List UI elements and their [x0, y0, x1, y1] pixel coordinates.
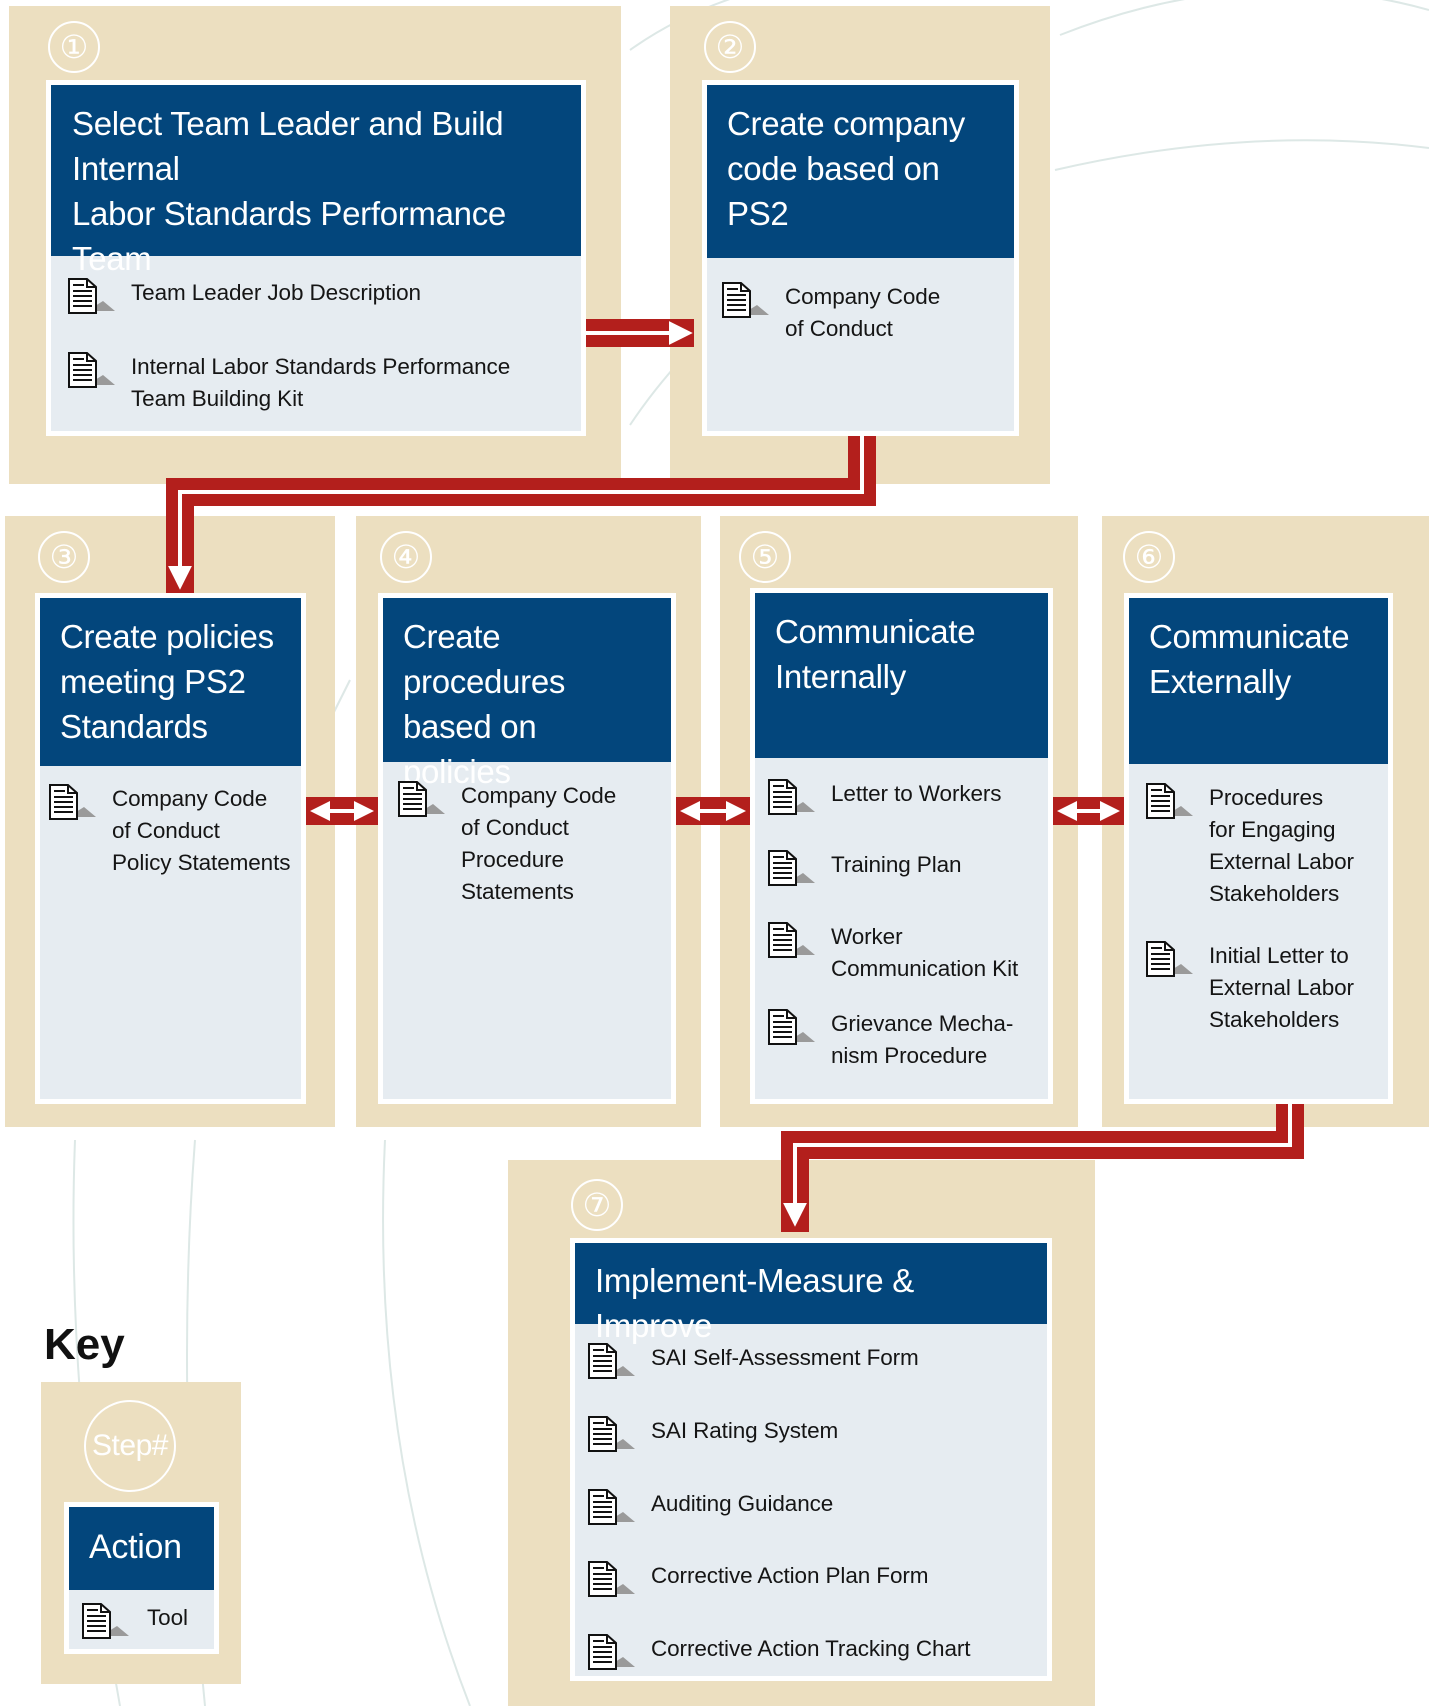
- tool-item: Worker Communication Kit: [765, 921, 1018, 985]
- tool-label: SAI Self-Assessment Form: [651, 1345, 919, 1370]
- action-title: Communicate Internally: [755, 593, 1048, 758]
- tool-label: Grievance Mecha- nism Procedure: [831, 1011, 1014, 1068]
- step-number-3: ③: [38, 531, 90, 583]
- document-icon: [588, 1343, 635, 1379]
- document-icon: [1146, 783, 1193, 819]
- tool-item: Auditing Guidance: [585, 1488, 833, 1528]
- action-title: Create policies meeting PS2 Standards: [40, 598, 301, 766]
- tool-item: Corrective Action Tracking Chart: [585, 1633, 971, 1673]
- step-6-card: Communicate Externally Procedures for En…: [1124, 593, 1393, 1104]
- key-step-circle: Step#: [84, 1400, 176, 1492]
- action-title: Select Team Leader and Build Internal La…: [51, 85, 581, 277]
- tool-label: Corrective Action Tracking Chart: [651, 1636, 971, 1661]
- arrow-step6-to-step7: [781, 1095, 1304, 1232]
- tool-label: Letter to Workers: [831, 781, 1002, 806]
- tool-item: Internal Labor Standards Performance Tea…: [65, 351, 510, 415]
- tool-item: Initial Letter to External Labor Stakeho…: [1143, 940, 1354, 1036]
- tool-item: Corrective Action Plan Form: [585, 1560, 929, 1600]
- arrow-step2-to-step3: [166, 430, 876, 595]
- step-5-card: Communicate Internally Letter to Workers…: [750, 588, 1053, 1104]
- tool-item: Team Leader Job Description: [65, 277, 421, 317]
- tool-label: Procedures for Engaging External Labor S…: [1209, 785, 1354, 906]
- step-number-7: ⑦: [571, 1179, 623, 1231]
- tool-item: Letter to Workers: [765, 778, 1002, 818]
- document-icon: [68, 352, 115, 388]
- key-action-label: Action: [69, 1507, 214, 1590]
- step-number-2: ②: [704, 21, 756, 73]
- key-card: Action Tool: [64, 1502, 219, 1654]
- tool-item: Training Plan: [765, 849, 962, 889]
- tool-label: Corrective Action Plan Form: [651, 1563, 929, 1588]
- tool-item: Company Code of Conduct Policy Statement…: [46, 783, 290, 879]
- tool-item: Grievance Mecha- nism Procedure: [765, 1008, 1013, 1072]
- document-icon: [588, 1634, 635, 1670]
- tool-label: Team Leader Job Description: [131, 280, 421, 305]
- tool-label: Company Code of Conduct: [785, 284, 941, 341]
- tool-label: Training Plan: [831, 852, 962, 877]
- document-icon: [588, 1416, 635, 1452]
- tool-label: Initial Letter to External Labor Stakeho…: [1209, 943, 1354, 1032]
- tool-item: Company Code of Conduct Procedure Statem…: [395, 780, 616, 908]
- step-7-card: Implement-Measure & Improve SAI Self-Ass…: [570, 1238, 1052, 1681]
- tool-item: Company Code of Conduct: [719, 281, 940, 345]
- tool-label: Company Code of Conduct Policy Statement…: [112, 786, 291, 875]
- document-icon: [1146, 941, 1193, 977]
- tool-label: SAI Rating System: [651, 1418, 839, 1443]
- document-icon: [768, 779, 815, 815]
- step-number-4: ④: [380, 531, 432, 583]
- tool-label: Auditing Guidance: [651, 1491, 834, 1516]
- document-icon: [588, 1489, 635, 1525]
- document-icon: [768, 1009, 815, 1045]
- action-title: Implement-Measure & Improve: [575, 1243, 1047, 1344]
- document-icon: [82, 1603, 129, 1639]
- document-icon: [588, 1561, 635, 1597]
- tool-label: Worker Communication Kit: [831, 924, 1019, 981]
- action-title: Communicate Externally: [1129, 598, 1388, 764]
- tool-label: Company Code of Conduct Procedure Statem…: [461, 783, 617, 904]
- action-title: Create procedures based on policies: [383, 598, 671, 790]
- key-tool-label: Tool: [147, 1605, 188, 1630]
- step-1-card: Select Team Leader and Build Internal La…: [46, 80, 586, 436]
- document-icon: [68, 278, 115, 314]
- tool-item: Procedures for Engaging External Labor S…: [1143, 782, 1354, 910]
- step-number-5: ⑤: [739, 531, 791, 583]
- action-title: Create company code based on PS2: [707, 85, 1014, 258]
- document-icon: [49, 784, 96, 820]
- step-number-1: ①: [48, 21, 100, 73]
- step-2-card: Create company code based on PS2 Company…: [702, 80, 1019, 436]
- document-icon: [768, 850, 815, 886]
- tool-label: Internal Labor Standards Performance Tea…: [131, 354, 511, 411]
- tool-item: SAI Rating System: [585, 1415, 838, 1455]
- document-icon: [398, 781, 445, 817]
- step-3-card: Create policies meeting PS2 Standards Co…: [35, 593, 306, 1104]
- step-number-6: ⑥: [1123, 531, 1175, 583]
- key-tool-item: Tool: [79, 1602, 188, 1642]
- tool-item: SAI Self-Assessment Form: [585, 1342, 919, 1382]
- key-title: Key: [44, 1320, 125, 1369]
- document-icon: [722, 282, 769, 318]
- step-4-card: Create procedures based on policies Comp…: [378, 593, 676, 1104]
- document-icon: [768, 922, 815, 958]
